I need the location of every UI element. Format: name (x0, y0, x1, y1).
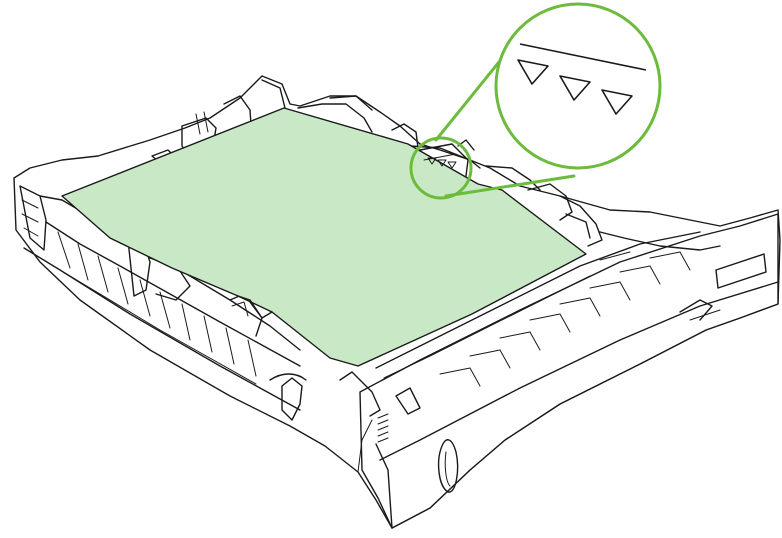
release-lever (281, 377, 303, 421)
tray-label-recess (715, 253, 767, 289)
tray-handle-slot (437, 439, 459, 493)
callout-small-circle (409, 136, 473, 200)
max-fill-callout (409, 2, 662, 200)
max-fill-triangle-icon (559, 75, 591, 101)
max-fill-triangle-icon (601, 89, 633, 115)
tray-front-track (375, 231, 701, 387)
rear-paper-guide (419, 139, 475, 177)
max-fill-line (519, 43, 647, 71)
max-fill-triangle-icon (517, 59, 549, 85)
callout-connector-bottom (444, 174, 576, 198)
tray-spring (377, 413, 389, 443)
paper-stack (61, 107, 587, 367)
